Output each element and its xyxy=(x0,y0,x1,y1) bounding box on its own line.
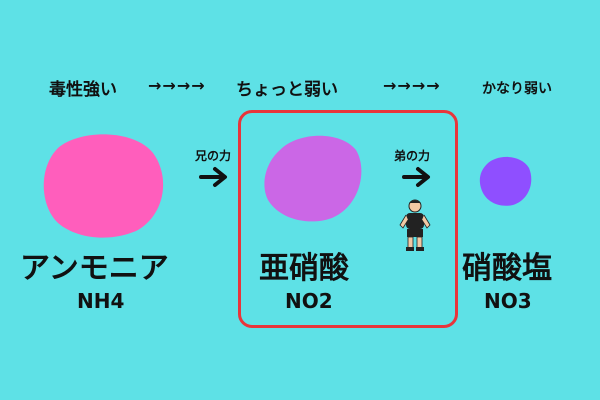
ammonia-name: アンモニア xyxy=(20,251,169,286)
transition-label-1: 兄の力 xyxy=(195,149,232,163)
toxicity-weak-label: かなり弱い xyxy=(482,81,552,97)
nitrite-name: 亜硝酸 xyxy=(259,251,349,286)
toxicity-arrows-1: →→→→ xyxy=(148,76,206,95)
toxicity-medium-label: ちょっと弱い xyxy=(236,80,338,100)
nitrite-highlight-box xyxy=(238,110,458,328)
nitrite-blob xyxy=(264,135,362,222)
toxicity-strong-label: 毒性強い xyxy=(49,80,117,100)
right-arrow-icon xyxy=(402,167,430,187)
nitrate-blob xyxy=(479,156,532,206)
toxicity-arrows-2: →→→→ xyxy=(383,76,441,95)
nitrate-formula: NO3 xyxy=(484,289,532,313)
ammonia-formula: NH4 xyxy=(77,289,125,313)
nitrate-name: 硝酸塩 xyxy=(462,251,552,286)
transition-label-2: 弟の力 xyxy=(394,149,431,163)
right-arrow-icon xyxy=(199,167,227,187)
bodybuilder-icon xyxy=(399,199,431,251)
ammonia-blob xyxy=(43,134,164,238)
nitrite-formula: NO2 xyxy=(285,289,333,313)
